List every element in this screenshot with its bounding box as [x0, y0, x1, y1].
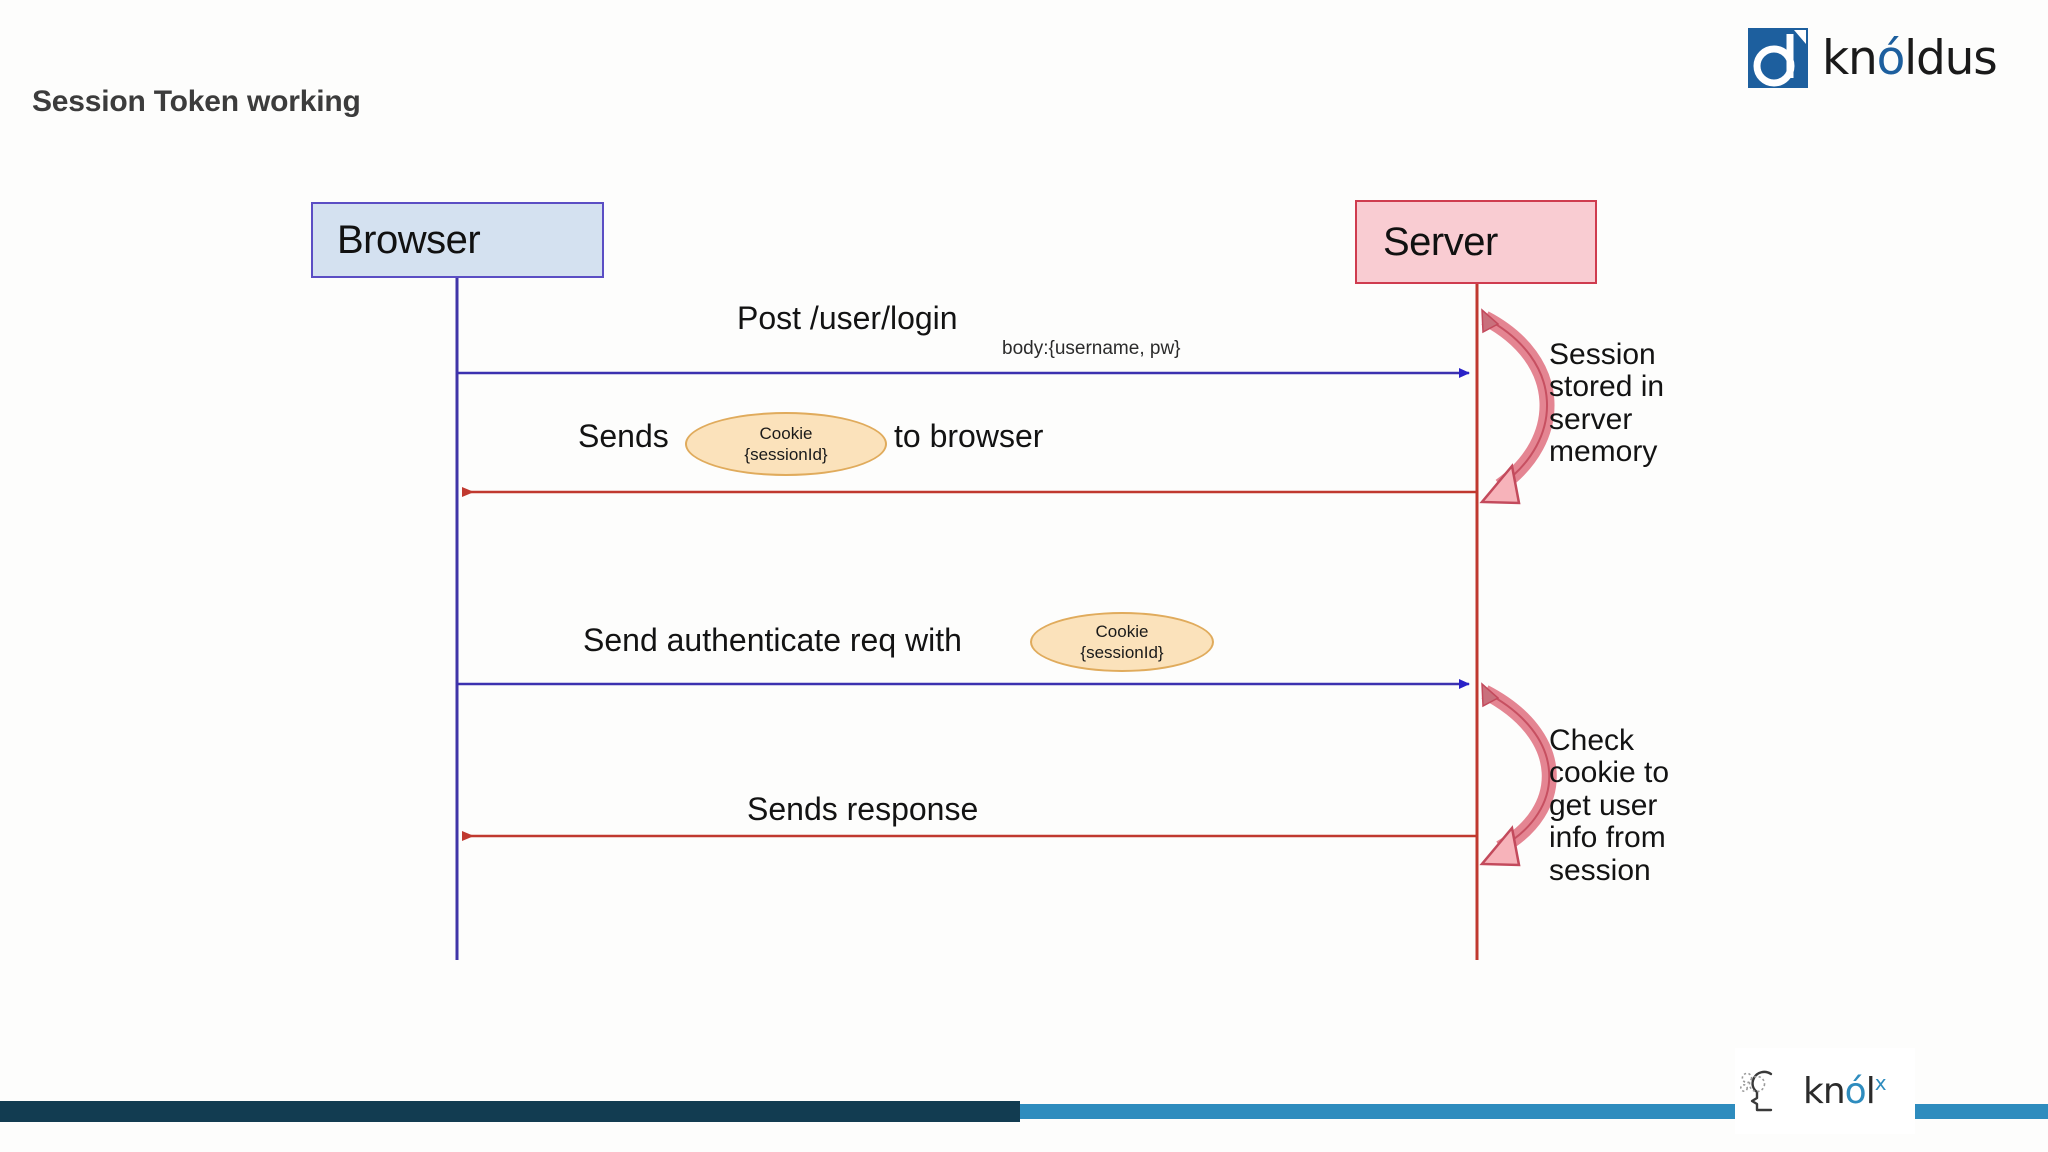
cookie-badge-2-line2: {sessionId}: [1080, 643, 1164, 662]
server-note-1-line-2: server: [1549, 402, 1633, 436]
participant-server[interactable]: Server: [1355, 200, 1597, 284]
cookie-badge-2-line1: Cookie: [1095, 621, 1149, 641]
page-title: Session Token working: [32, 85, 361, 118]
knolx-part2: l: [1865, 1070, 1876, 1112]
knoldus-logo: knóldus: [1748, 28, 1998, 88]
self-loop-arrow-2: [1479, 682, 1557, 867]
server-note-2: Check cookie to get user info from sessi…: [1549, 724, 1670, 887]
server-note-2-line-3: info from: [1549, 821, 1666, 855]
knolx-head-icon: [1740, 1070, 1773, 1112]
cookie-badge-2: Cookie {sessionId}: [1030, 612, 1214, 672]
knolx-logo: knólx: [1735, 1048, 1915, 1134]
participant-browser-label: Browser: [337, 217, 481, 262]
knoldus-circle-icon: [1748, 28, 1808, 88]
knolx-superscript: x: [1874, 1070, 1887, 1095]
wordmark-accent: ó: [1876, 30, 1906, 86]
participant-server-label: Server: [1383, 219, 1498, 264]
server-note-2-line-1: cookie to: [1549, 756, 1670, 790]
message-label-2-after: to browser: [894, 418, 1044, 454]
cookie-badge-1: Cookie {sessionId}: [685, 412, 887, 476]
wordmark-part1: kn: [1822, 30, 1878, 86]
server-note-1: Session stored in server memory: [1549, 338, 1665, 469]
message-label-2-before: Sends: [578, 418, 669, 454]
message-label-1: Post /user/login: [737, 300, 958, 336]
knolx-wordmark: knólx: [1803, 1070, 1887, 1112]
self-loop-arrow-1: [1479, 308, 1555, 505]
message-sublabel-1: body:{username, pw}: [1002, 338, 1181, 359]
wordmark-part2: ldus: [1904, 30, 1998, 86]
server-note-1-line-1: stored in: [1549, 370, 1665, 404]
server-note-2-line-4: session: [1549, 853, 1651, 887]
knolx-accent: ó: [1844, 1070, 1867, 1112]
server-note-1-line-3: memory: [1549, 435, 1658, 469]
participant-browser[interactable]: Browser: [311, 202, 604, 278]
knoldus-wordmark: knóldus: [1822, 35, 1998, 82]
knolx-part1: kn: [1803, 1070, 1846, 1112]
server-note-1-line-0: Session: [1549, 338, 1656, 371]
server-note-2-line-2: get user: [1549, 788, 1658, 822]
footer-bar-dark: [0, 1101, 1020, 1122]
server-note-2-line-0: Check: [1549, 724, 1635, 757]
cookie-badge-1-line2: {sessionId}: [744, 445, 828, 464]
cookie-badge-1-line1: Cookie: [759, 423, 813, 443]
message-label-4: Sends response: [747, 791, 979, 827]
message-label-3-before: Send authenticate req with: [583, 622, 962, 658]
